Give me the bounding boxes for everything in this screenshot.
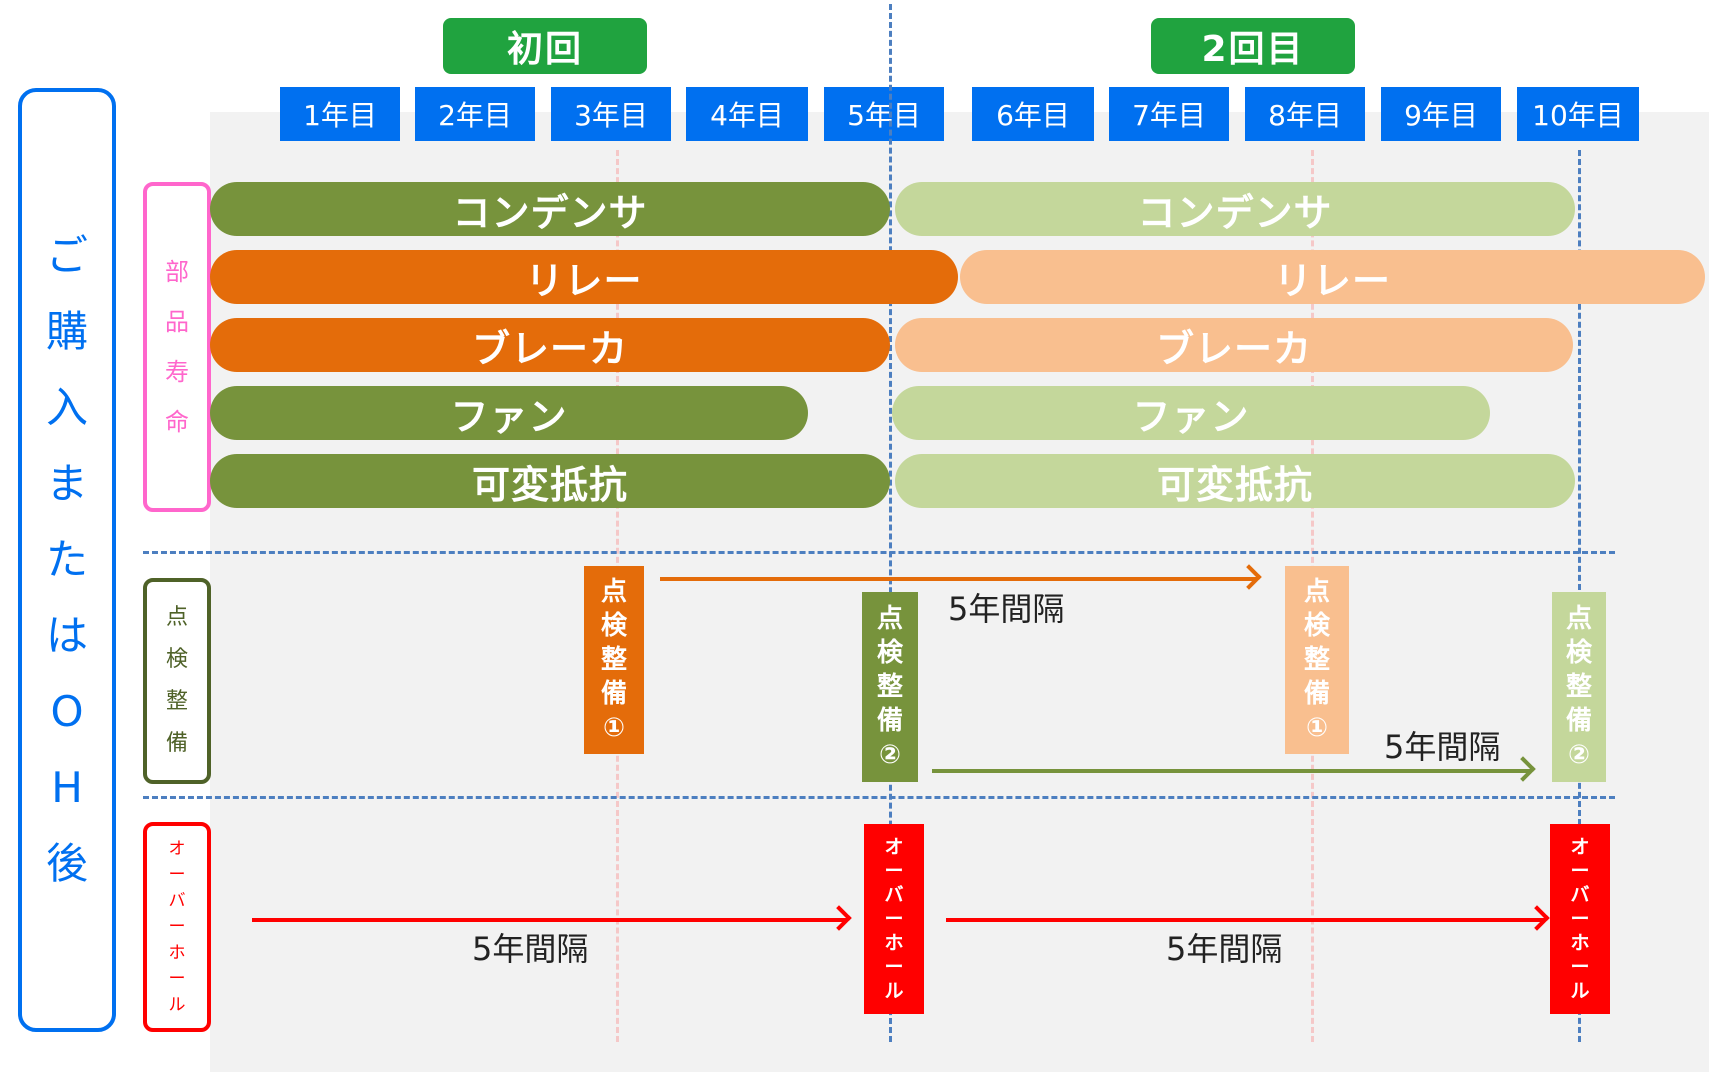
inspection-1-interval-arrow <box>660 577 1256 581</box>
inspection-2-interval-arrow <box>932 769 1530 773</box>
year-5: 5年目 <box>824 87 944 141</box>
overhaul-interval-label-2: 5年間隔 <box>1166 930 1283 968</box>
overhaul-box-first: オー バー ホー ル <box>864 824 924 1014</box>
divider-year-5 <box>889 4 892 1042</box>
overhaul-interval-label-1: 5年間隔 <box>472 930 589 968</box>
year-1: 1年目 <box>280 87 400 141</box>
capacitor-life-bar-2: コンデンサ <box>895 182 1575 236</box>
resistor-life-bar-1: 可変抵抗 <box>210 454 890 508</box>
inspection-2-box-second: 点検 整備 ② <box>1552 592 1606 782</box>
breaker-life-bar-2: ブレーカ <box>895 318 1573 372</box>
section-divider-bottom <box>143 796 1615 799</box>
phase-second: 2回目 <box>1151 18 1355 74</box>
inspection-2-box-first: 点検 整備 ② <box>862 592 918 782</box>
year-8: 8年目 <box>1245 87 1365 141</box>
overhaul-interval-arrow-2 <box>946 918 1544 922</box>
relay-life-bar-1: リレー <box>210 250 958 304</box>
year-2: 2年目 <box>415 87 535 141</box>
inspection-2-interval-label: 5年間隔 <box>1384 728 1501 766</box>
resistor-life-bar-2: 可変抵抗 <box>895 454 1575 508</box>
section-parts-life: 部品 寿命 <box>143 182 211 512</box>
phase-first: 初回 <box>443 18 647 74</box>
year-6: 6年目 <box>972 87 1094 141</box>
relay-life-bar-2: リレー <box>960 250 1705 304</box>
inspection-1-box-second: 点検 整備 ① <box>1285 566 1349 754</box>
year-10: 10年目 <box>1517 87 1639 141</box>
section-divider-top <box>143 551 1615 554</box>
capacitor-life-bar-1: コンデンサ <box>210 182 890 236</box>
section-overhaul: オー バー ホー ル <box>143 822 211 1032</box>
inspection-1-interval-label: 5年間隔 <box>948 590 1065 628</box>
overhaul-interval-arrow-1 <box>252 918 846 922</box>
section-inspection: 点検 整備 <box>143 578 211 784</box>
inspection-1-box-first: 点検 整備 ① <box>584 566 644 754</box>
year-7: 7年目 <box>1109 87 1229 141</box>
year-9: 9年目 <box>1381 87 1501 141</box>
year-4: 4年目 <box>686 87 808 141</box>
overhaul-box-second: オー バー ホー ル <box>1550 824 1610 1014</box>
breaker-life-bar-1: ブレーカ <box>210 318 890 372</box>
fan-life-bar-2: ファン <box>892 386 1490 440</box>
year-3: 3年目 <box>551 87 671 141</box>
fan-life-bar-1: ファン <box>210 386 808 440</box>
